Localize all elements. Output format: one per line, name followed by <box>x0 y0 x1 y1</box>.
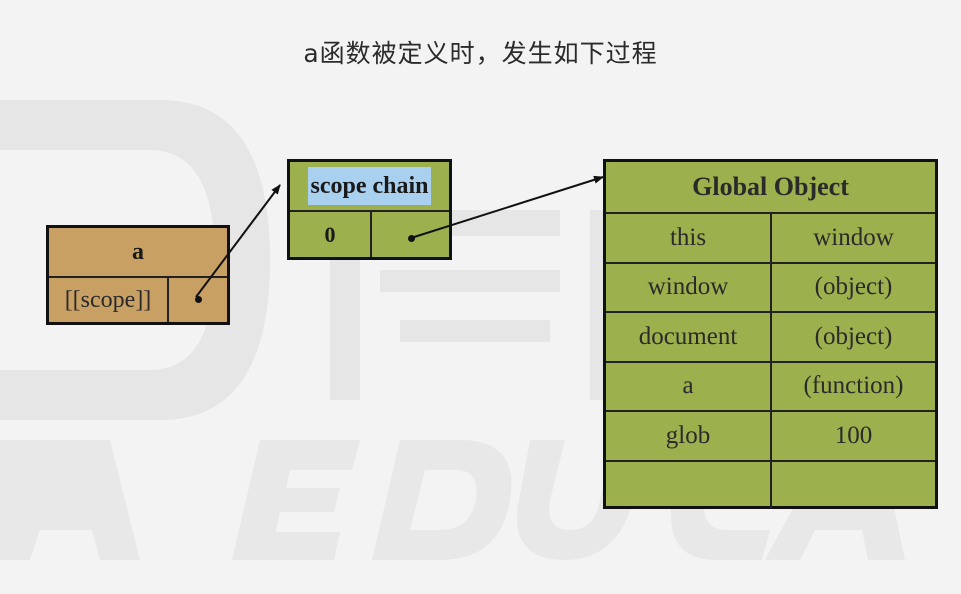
scope-pointer-dot <box>195 296 202 303</box>
global-value: 100 <box>834 421 873 449</box>
global-object-box: Global Object this window window (object… <box>603 159 938 509</box>
scope-chain-header: scope chain <box>290 162 449 210</box>
global-value: (object) <box>814 273 893 301</box>
page-title: a函数被定义时，发生如下过程 <box>303 39 658 68</box>
scope-property-label: [[scope]] <box>49 278 169 322</box>
global-key: document <box>606 313 772 361</box>
global-row-empty <box>606 459 935 509</box>
function-object-box: a [[scope]] <box>46 225 230 325</box>
global-key: this <box>606 214 772 262</box>
scope-chain-divider <box>290 210 449 212</box>
global-value: window <box>813 223 894 251</box>
global-row: document (object) <box>606 311 935 361</box>
arrow-to-global-object <box>410 175 604 239</box>
scope-chain-index: 0 <box>290 212 372 257</box>
global-row: this window <box>606 212 935 262</box>
global-key: window <box>606 263 772 311</box>
global-key <box>606 461 772 509</box>
global-value: (function) <box>803 372 904 400</box>
global-key: a <box>606 362 772 410</box>
global-row: a (function) <box>606 360 935 410</box>
global-key: glob <box>606 412 772 460</box>
scope-chain-title: scope chain <box>308 167 431 205</box>
function-name: a <box>132 238 144 265</box>
arrow-to-scope-chain <box>195 184 281 298</box>
global-object-table: this window window (object) document (ob… <box>606 212 935 509</box>
global-value: (object) <box>814 322 893 350</box>
global-row: glob 100 <box>606 410 935 460</box>
global-row: window (object) <box>606 261 935 311</box>
scope-chain-box: scope chain 0 <box>287 159 452 260</box>
global-object-title: Global Object <box>692 172 849 201</box>
function-divider <box>49 276 227 278</box>
